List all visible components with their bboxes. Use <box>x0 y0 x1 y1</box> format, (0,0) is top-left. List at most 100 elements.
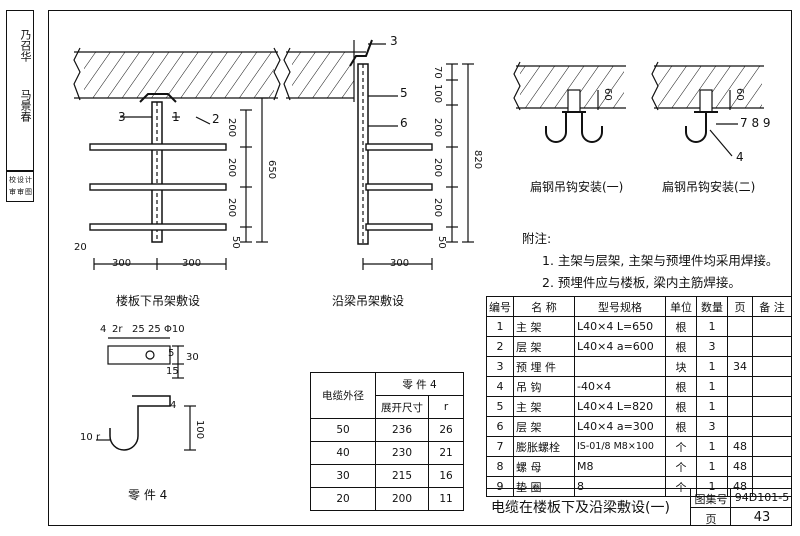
table-cell: 21 <box>428 441 464 465</box>
table-cell: 215 <box>375 464 429 488</box>
table-cell: 1 <box>696 476 728 497</box>
strip-label: 审 <box>9 188 16 196</box>
table-cell: 50 <box>310 418 376 442</box>
dim-label: 15 <box>166 366 179 377</box>
dim-label: 50 <box>436 236 447 249</box>
signature-2: 马景春 <box>19 88 32 122</box>
callout-3: 3 <box>118 110 126 124</box>
dim-label: 25 <box>148 324 161 335</box>
table-cell: 1 <box>696 456 728 477</box>
table-cell <box>752 336 792 357</box>
strip-label: 计 <box>25 176 32 184</box>
dim-label: Φ10 <box>164 324 185 335</box>
table-cell: 膨胀螺栓 <box>513 436 575 457</box>
signature-1: 乃召华 <box>19 28 32 62</box>
table-header: 备 注 <box>752 296 792 317</box>
table-cell: 层 架 <box>513 336 575 357</box>
atlas-number: 94D101-5 <box>734 491 790 504</box>
dim-label: 70 <box>432 66 443 79</box>
table-cell: 200 <box>375 487 429 511</box>
table-cell <box>727 336 753 357</box>
dim-label: 25 <box>132 324 145 335</box>
table-header: 名 称 <box>513 296 575 317</box>
table-header: 单位 <box>665 296 697 317</box>
table-cell: 2 <box>486 336 514 357</box>
table-cell <box>574 356 666 377</box>
table-cell: L40×4 L=650 <box>574 316 666 337</box>
strip-label: 审 <box>17 188 24 196</box>
callout-5: 5 <box>400 86 408 100</box>
table-cell: 预 埋 件 <box>513 356 575 377</box>
table-cell: 1 <box>696 316 728 337</box>
dim-label: 60 <box>734 88 745 101</box>
table-cell: 40 <box>310 441 376 465</box>
note-item: 2. 预埋件应与楼板, 梁内主筋焊接。 <box>542 275 741 290</box>
table-cell: 34 <box>727 356 753 377</box>
fig4-caption: 扁钢吊钩安装(二) <box>662 180 756 194</box>
atlas-label: 图集号 <box>694 493 728 506</box>
strip-cells: 校 设 计 审 审 图 <box>6 170 34 202</box>
table-header-row: 编号 名 称 型号规格 单位 数量 页 备 注 <box>486 296 792 317</box>
strip-label: 图 <box>25 188 32 196</box>
dim-label: 300 <box>112 258 132 269</box>
callout-3: 3 <box>390 34 398 48</box>
table-cell: 8 <box>486 456 514 477</box>
table-cell: 16 <box>428 464 464 488</box>
table-cell: 48 <box>727 476 753 497</box>
callout-789: 7 8 9 <box>740 116 771 130</box>
dim-label: 4 <box>100 324 107 335</box>
table-header: 页 <box>727 296 753 317</box>
fig1-caption: 楼板下吊架敷设 <box>116 294 201 308</box>
dim-label: 200 <box>432 198 443 218</box>
drawing-title: 电缆在楼板下及沿梁敷设(一) <box>491 500 670 516</box>
dim-label: 200 <box>226 158 237 178</box>
table-cell: L40×4 a=300 <box>574 416 666 437</box>
table-cell <box>727 376 753 397</box>
dim-label: 4 <box>170 400 177 411</box>
table-cell: 块 <box>665 356 697 377</box>
table-cell: 7 <box>486 436 514 457</box>
table-cell: 1 <box>696 356 728 377</box>
table-cell: -40×4 <box>574 376 666 397</box>
table-cell: 根 <box>665 336 697 357</box>
table-cell: 48 <box>727 456 753 477</box>
table-cell <box>752 456 792 477</box>
dim-label: 20 <box>74 242 87 253</box>
dim-label: 30 <box>186 352 199 363</box>
table-cell: 4 <box>486 376 514 397</box>
title-block <box>486 488 792 527</box>
table-cell <box>752 436 792 457</box>
strip-label: 校 <box>9 176 16 184</box>
table-cell: 根 <box>665 396 697 417</box>
table-cell: 5 <box>486 396 514 417</box>
dim-label: 200 <box>226 118 237 138</box>
dim-table-header: r <box>428 395 464 419</box>
table-cell: L40×4 a=600 <box>574 336 666 357</box>
table-cell: 根 <box>665 376 697 397</box>
table-cell <box>727 396 753 417</box>
table-cell: 主 架 <box>513 316 575 337</box>
table-cell: 3 <box>696 416 728 437</box>
table-cell: 层 架 <box>513 416 575 437</box>
dim-label: 650 <box>266 160 277 180</box>
table-cell: 垫 圈 <box>513 476 575 497</box>
signature-strip: 乃召华 马景春 <box>6 10 34 172</box>
dim-label: 200 <box>432 158 443 178</box>
table-cell <box>752 416 792 437</box>
table-cell: L40×4 L=820 <box>574 396 666 417</box>
table-cell <box>727 316 753 337</box>
page-label: 页 <box>705 513 717 526</box>
dim-label: 50 <box>230 236 241 249</box>
callout-6: 6 <box>400 116 408 130</box>
note-item: 1. 主架与层架, 主架与预埋件均采用焊接。 <box>542 253 779 268</box>
table-header: 型号规格 <box>574 296 666 317</box>
strip-label: 设 <box>17 176 24 184</box>
